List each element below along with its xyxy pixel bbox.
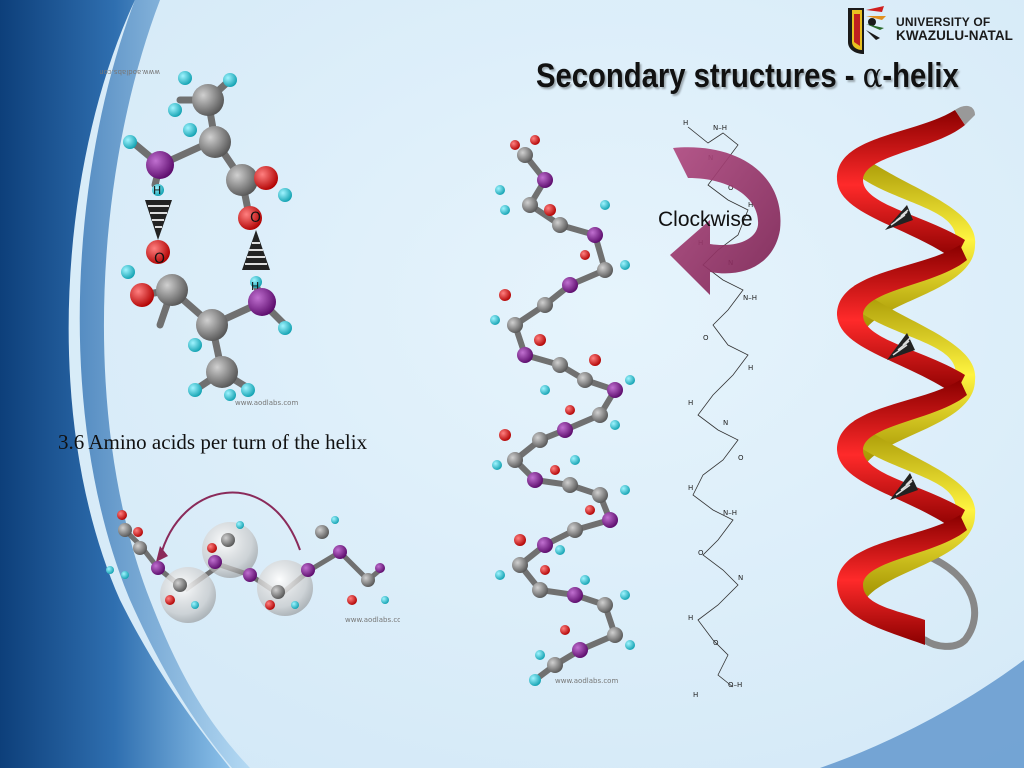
formula-nh-2: N–H [743, 294, 757, 302]
ribbon-helix-figure [836, 105, 979, 650]
formula-nh-3: N–H [723, 509, 737, 517]
formula-o-2: O [703, 334, 709, 342]
university-name: UNIVERSITY OF KWAZULU-NATAL [896, 15, 1013, 43]
hbond-marker-2 [887, 333, 915, 360]
clockwise-arrow-shape [670, 147, 781, 295]
ribbon-red-1 [836, 110, 965, 260]
watermark-peptide: www.aodlabs.com [345, 616, 400, 624]
slide-title: Secondary structures - α-helix [536, 56, 959, 96]
formula-nh-top: N–H [713, 124, 727, 132]
ribbon-red-3 [837, 380, 967, 530]
formula-o-5: O [713, 639, 719, 647]
ribbon-yellow-3 [845, 420, 976, 600]
university-logo: UNIVERSITY OF KWAZULU-NATAL [836, 0, 1024, 58]
peptide-turn-figure: www.aodlabs.com [106, 491, 400, 624]
formula-h-5: H [688, 399, 693, 407]
hbond-molecule-figure: www.aodlabs.com [100, 68, 298, 407]
formula-o-4: O [698, 549, 704, 557]
formula-n-3: N [723, 419, 728, 427]
formula-h-4: H [748, 364, 753, 372]
university-crest-icon [848, 6, 886, 54]
atom-label-h-bottom: H [251, 280, 259, 293]
clockwise-arrow [670, 147, 781, 295]
formula-h-1: H [683, 119, 688, 127]
watermark-backbone: www.aodlabs.com [555, 677, 618, 685]
ribbon-red-4 [837, 515, 967, 645]
formula-n-4: N [738, 574, 743, 582]
formula-oh-end: O–H [728, 681, 742, 689]
formula-h-6: H [688, 484, 693, 492]
atom-label-h-top: H [153, 184, 161, 197]
logo-line1: UNIVERSITY OF [896, 15, 991, 29]
ribbon-yellow-1 [845, 150, 976, 330]
hbond-marker-3 [890, 473, 918, 500]
formula-h-8: H [693, 691, 698, 699]
hbond-marker-1 [885, 205, 913, 230]
formula-h-7: H [688, 614, 693, 622]
title-suffix: -helix [882, 57, 959, 95]
caption-amino-acids-per-turn: 3.6 Amino acids per turn of the helix [58, 430, 368, 454]
watermark-top: www.aodlabs.com [100, 68, 160, 76]
watermark-bottom: www.aodlabs.com [235, 399, 298, 407]
vertical-helix-backbone-figure: www.aodlabs.com [490, 135, 635, 686]
logo-line2: KWAZULU-NATAL [896, 28, 1014, 43]
formula-o-3: O [738, 454, 744, 462]
title-greek-alpha: α [862, 56, 883, 96]
ribbon-red-2 [837, 245, 967, 395]
title-prefix: Secondary structures - [536, 57, 863, 95]
atom-label-o-bottom: O [154, 251, 165, 267]
atom-label-o-top: O [250, 210, 261, 226]
turn-arrow [159, 491, 301, 559]
ribbon-yellow-2 [845, 285, 976, 465]
formula-o-1: O [728, 184, 734, 192]
formula-h-2: H [748, 201, 753, 209]
clockwise-label: Clockwise [658, 208, 753, 231]
